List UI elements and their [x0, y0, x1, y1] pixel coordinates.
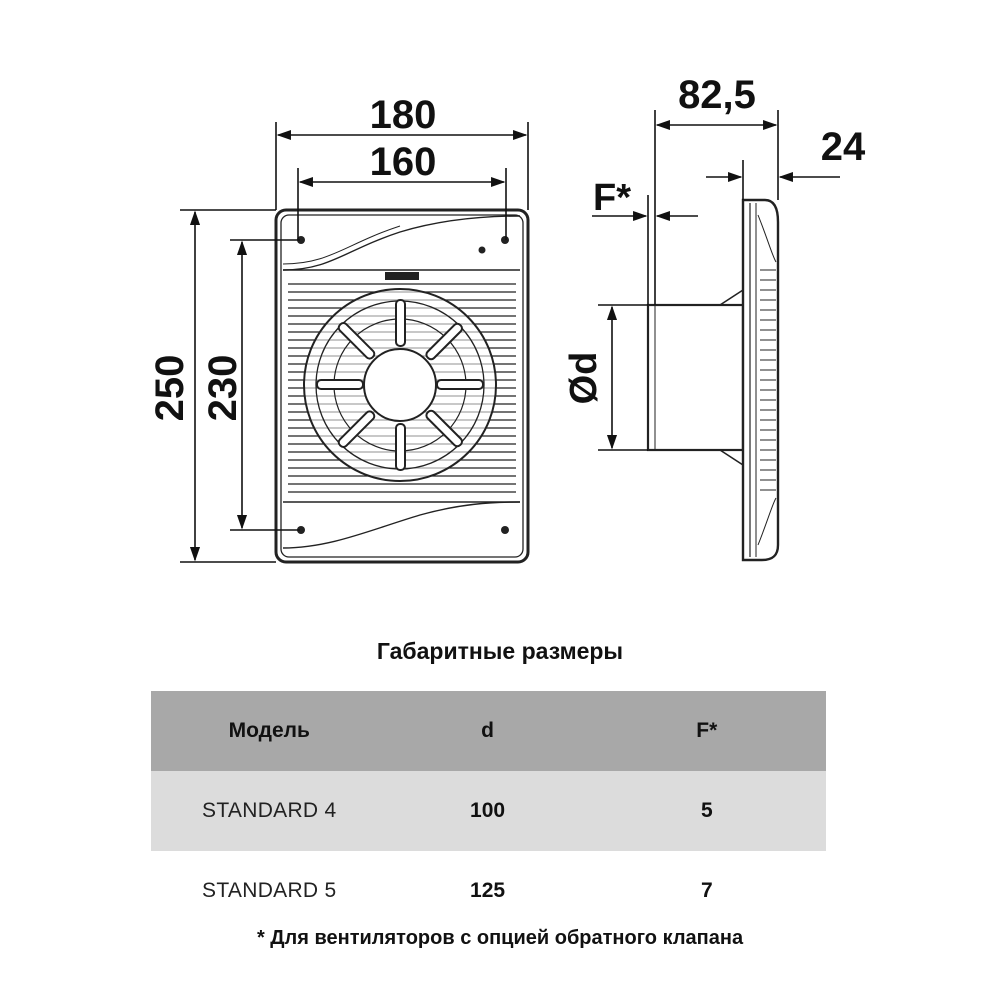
front-dimension-lines: [180, 122, 529, 563]
dim-width-outer: 180: [370, 93, 437, 137]
header-model: Модель: [151, 691, 388, 771]
header-f: F*: [587, 691, 826, 771]
side-dimension-lines: [592, 110, 840, 451]
table-row: STANDARD 4 100 5: [151, 771, 826, 851]
table-header-row: Модель d F*: [151, 691, 826, 771]
dim-depth: 82,5: [678, 73, 756, 117]
front-view: [274, 208, 530, 564]
table-title: Габаритные размеры: [376, 638, 624, 664]
fan-dimension-drawing: 180 160 250 230: [148, 73, 866, 564]
cell-f: 7: [700, 879, 713, 902]
cell-d: 100: [387, 771, 588, 851]
table-row: STANDARD 5 125 7: [151, 851, 826, 931]
cell-f: 5: [587, 771, 826, 851]
cell-model: STANDARD 5: [202, 879, 337, 902]
dimensions-table: Модель d F* STANDARD 4 100 5 STANDARD 5 …: [151, 691, 826, 931]
dim-flange: 24: [821, 125, 866, 169]
cell-d: 125: [470, 879, 506, 902]
dim-f: F*: [593, 177, 631, 219]
footnote: * Для вентиляторов с опцией обратного кл…: [256, 927, 744, 949]
side-view: [646, 198, 780, 562]
dim-width-inner: 160: [370, 140, 437, 184]
dim-diameter: Ød: [563, 352, 605, 405]
header-d: d: [387, 691, 588, 771]
dim-height-outer: 250: [148, 355, 192, 422]
dim-height-inner: 230: [201, 355, 245, 422]
cell-model: STANDARD 4: [151, 771, 388, 851]
